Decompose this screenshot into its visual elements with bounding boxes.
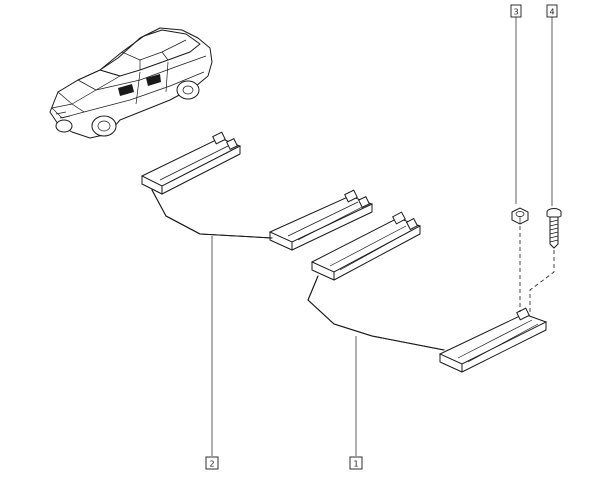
callout-4: 4 [546, 4, 558, 18]
assembly-guide-lines [519, 226, 555, 312]
seat-rail-assembly-upper [140, 131, 374, 251]
callout-4-label: 4 [549, 8, 554, 17]
leader-lines [211, 17, 553, 456]
bolt-part [546, 208, 562, 249]
seat-rail-assembly-lower [307, 211, 548, 373]
vehicle-location-illustration [49, 27, 213, 139]
nut-part [511, 207, 529, 225]
callout-2: 2 [205, 456, 219, 470]
callout-2-label: 2 [209, 460, 214, 469]
callout-1-label: 1 [353, 460, 358, 469]
callout-3: 3 [510, 4, 522, 18]
callout-1: 1 [349, 456, 363, 470]
callout-3-label: 3 [513, 8, 518, 17]
